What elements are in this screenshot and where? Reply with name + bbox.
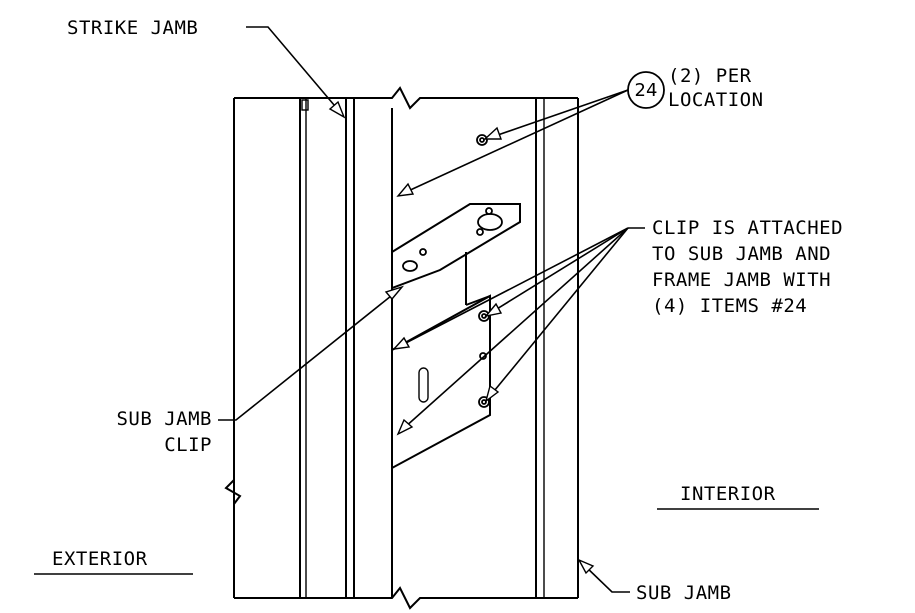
item-tag-number: 24 <box>635 80 658 101</box>
strike-jamb-profile <box>233 98 355 598</box>
strike-jamb-leader <box>246 26 341 113</box>
break-line-left <box>224 479 242 505</box>
clip-note-line2: TO SUB JAMB AND <box>652 243 831 265</box>
top-section-line <box>234 86 578 110</box>
item-24-leaders <box>396 89 629 197</box>
per-location-label-line2: LOCATION <box>668 89 764 111</box>
sub-jamb-clip-label-line1: SUB JAMB <box>116 408 212 430</box>
strike-jamb-label: STRIKE JAMB <box>67 17 198 39</box>
sub-jamb-clip-leader <box>218 291 397 421</box>
clip-note-line1: CLIP IS ATTACHED <box>652 217 843 239</box>
clip-note-line3: FRAME JAMB WITH <box>652 269 831 291</box>
exterior-label: EXTERIOR <box>52 548 148 570</box>
clip-note-leaders <box>392 227 645 436</box>
sub-jamb-clip <box>391 203 521 470</box>
item-tag-circle <box>627 71 665 109</box>
per-location-label-line1: (2) PER <box>668 65 752 87</box>
frame-jamb-profile <box>391 98 579 598</box>
interior-label: INTERIOR <box>680 483 776 505</box>
bottom-section-line <box>234 586 578 610</box>
sub-jamb-clip-label-line2: CLIP <box>164 434 212 456</box>
clip-note-line4: (4) ITEMS #24 <box>652 295 807 317</box>
fastener-screws <box>476 134 490 408</box>
sub-jamb-leader <box>583 564 630 593</box>
sub-jamb-label: SUB JAMB <box>636 582 732 604</box>
